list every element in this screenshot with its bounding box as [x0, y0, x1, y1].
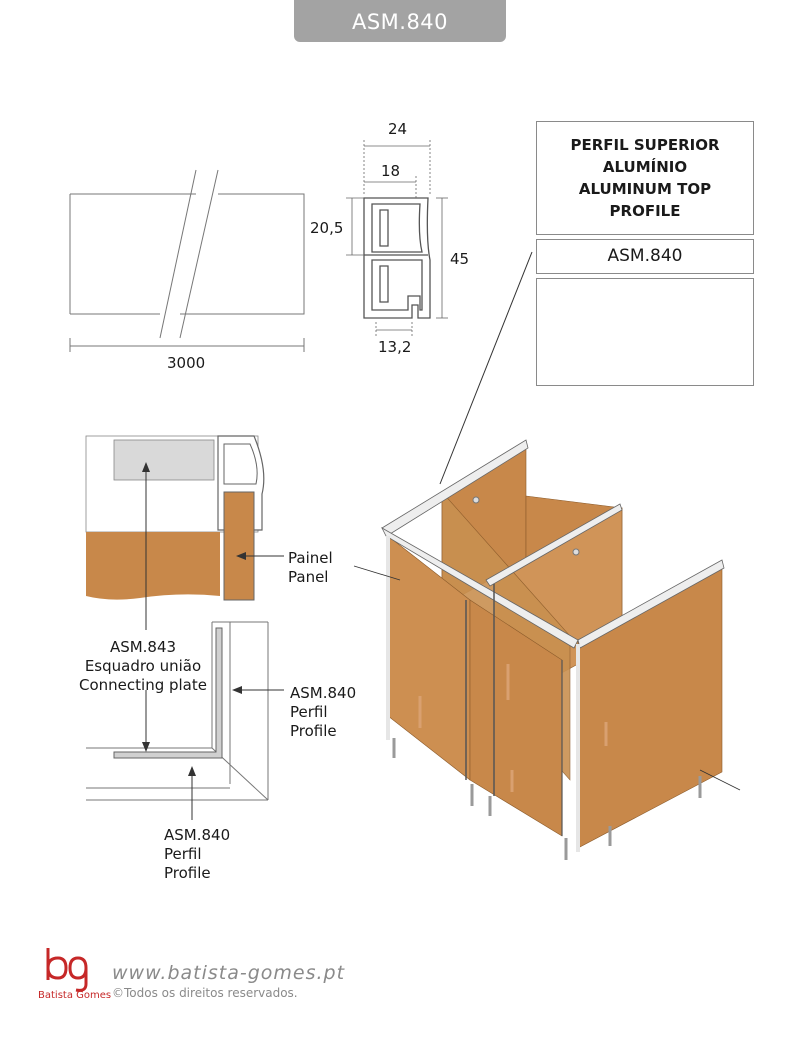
- callout-profile-right-pt: Perfil: [290, 703, 328, 721]
- callout-profile-bottom-code: ASM.840: [164, 826, 231, 844]
- panel-section: [223, 491, 255, 601]
- product-image-box: [536, 278, 754, 386]
- callout-profile-bottom: ASM.840 Perfil Profile: [164, 826, 230, 883]
- callout-connector: ASM.843 Esquadro união Connecting plate: [50, 638, 236, 695]
- callout-profile-right-en: Profile: [290, 722, 337, 740]
- product-code-header: ASM.840: [294, 0, 506, 42]
- brand-name: Batista Gomes: [38, 990, 112, 1001]
- profile-length-drawing: [69, 169, 305, 352]
- cubicle-illustration: [353, 439, 741, 860]
- product-code-box: ASM.840: [536, 239, 754, 274]
- panel-detail-drawing: [85, 435, 284, 630]
- profile-cross-section: [363, 197, 431, 319]
- dim-width-inner: 18: [381, 162, 401, 180]
- cross-section-dimension-lines: [346, 140, 448, 336]
- callout-connector-code: ASM.843: [109, 638, 177, 656]
- product-title-line: PROFILE: [609, 202, 681, 220]
- callout-profile-bottom-en: Profile: [164, 864, 211, 882]
- callout-profile-right: ASM.840 Perfil Profile: [290, 684, 356, 741]
- corner-detail-drawing: [86, 621, 269, 801]
- product-title-line: ALUMÍNIO: [602, 158, 688, 176]
- callout-panel: Painel Panel: [288, 549, 333, 587]
- product-title-line: ALUMINUM TOP: [578, 180, 712, 198]
- callout-leader-box: [439, 251, 533, 485]
- product-title-line: PERFIL SUPERIOR: [570, 136, 720, 154]
- callout-connector-pt: Esquadro união: [84, 657, 202, 675]
- callout-profile-right-code: ASM.840: [290, 684, 357, 702]
- callout-connector-en: Connecting plate: [79, 676, 207, 694]
- dim-width-top: 24: [388, 120, 408, 138]
- dim-width-bottom: 13,2: [378, 338, 412, 356]
- product-title-box: PERFIL SUPERIOR ALUMÍNIO ALUMINUM TOP PR…: [536, 121, 754, 235]
- dim-height-upper: 20,5: [310, 219, 344, 237]
- callout-panel-pt: Painel: [288, 549, 333, 567]
- website-link[interactable]: www.batista-gomes.pt: [112, 962, 346, 984]
- batista-gomes-logo: [46, 948, 88, 992]
- copyright-notice: ©Todos os direitos reservados.: [112, 986, 298, 1000]
- callout-profile-bottom-pt: Perfil: [164, 845, 202, 863]
- dim-length: 3000: [167, 354, 206, 372]
- dim-height-total: 45: [450, 250, 470, 268]
- connecting-plate-section: [113, 439, 215, 481]
- callout-panel-en: Panel: [288, 568, 329, 586]
